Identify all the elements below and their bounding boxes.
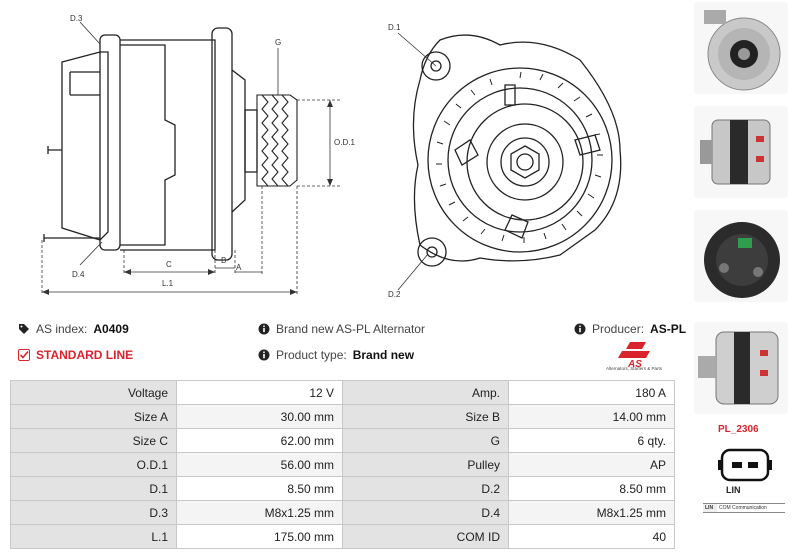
brand-new-text: Brand new AS-PL Alternator xyxy=(276,322,425,336)
label-d1: D.1 xyxy=(388,23,401,32)
photo-front-view[interactable] xyxy=(694,2,788,94)
as-index: AS index: A0409 xyxy=(18,322,129,336)
spec-key: O.D.1 xyxy=(10,452,177,477)
spec-key: D.1 xyxy=(10,476,177,501)
spec-key: Pulley xyxy=(342,452,509,477)
connector-table: LIN COM Communication xyxy=(703,503,785,513)
label-l1: L.1 xyxy=(162,279,174,288)
spec-value: 62.00 mm xyxy=(176,428,343,453)
label-a: A xyxy=(236,263,242,272)
product-gallery xyxy=(690,0,800,556)
connector-code: LIN xyxy=(703,503,717,513)
spec-value: 180 A xyxy=(508,380,675,405)
label-d3: D.3 xyxy=(70,14,83,23)
spec-key: L.1 xyxy=(10,524,177,549)
spec-value: AP xyxy=(508,452,675,477)
as-index-label: AS index: xyxy=(36,322,88,336)
label-b: B xyxy=(221,256,226,265)
spec-value: 175.00 mm xyxy=(176,524,343,549)
photo-three-quarter-view[interactable] xyxy=(694,322,788,414)
connector-desc: COM Communication xyxy=(717,503,785,513)
producer-label: Producer: xyxy=(592,322,645,336)
brand-new-note: Brand new AS-PL Alternator xyxy=(258,322,425,336)
spec-value: 8.50 mm xyxy=(176,476,343,501)
spec-key: G xyxy=(342,428,509,453)
connector-row: LIN COM Communication xyxy=(703,503,785,513)
spec-key: D.4 xyxy=(342,500,509,525)
producer: Producer: AS-PL xyxy=(574,322,686,336)
info-icon xyxy=(258,323,270,335)
alternator-drawing-svg: D.3 D.4 G O.D.1 C B A L.1 D.1 D.2 xyxy=(41,14,622,299)
product-line-value: STANDARD LINE xyxy=(36,348,134,362)
info-icon xyxy=(574,323,586,335)
producer-value: AS-PL xyxy=(650,322,687,336)
part-code: PL_2306 xyxy=(718,424,759,435)
logo-tagline: Alternators, Starters & Parts xyxy=(606,366,663,371)
spec-key: Size C xyxy=(10,428,177,453)
checkbox-icon xyxy=(18,349,30,361)
label-d4: D.4 xyxy=(72,270,85,279)
label-c: C xyxy=(166,260,172,269)
spec-value: 56.00 mm xyxy=(176,452,343,477)
spec-value: 40 xyxy=(508,524,675,549)
spec-key: Amp. xyxy=(342,380,509,405)
product-line: STANDARD LINE xyxy=(18,348,133,362)
photo-side-view[interactable] xyxy=(694,106,788,198)
as-pl-logo: AS xyxy=(618,342,650,370)
spec-value: 30.00 mm xyxy=(176,404,343,429)
spec-key: Voltage xyxy=(10,380,177,405)
product-type-value: Brand new xyxy=(352,348,415,362)
tag-icon xyxy=(18,323,30,335)
spec-key: D.3 xyxy=(10,500,177,525)
photo-rear-view[interactable] xyxy=(694,210,788,302)
spec-value: 8.50 mm xyxy=(508,476,675,501)
spec-value: 6 qty. xyxy=(508,428,675,453)
label-od1: O.D.1 xyxy=(334,138,355,147)
product-type: Product type: Brand new xyxy=(258,348,414,362)
spec-value: M8x1.25 mm xyxy=(176,500,343,525)
connector-label: LIN xyxy=(726,485,741,495)
lin-connector-icon xyxy=(718,448,772,482)
spec-value: 14.00 mm xyxy=(508,404,675,429)
info-icon xyxy=(258,349,270,361)
spec-value: 12 V xyxy=(176,380,343,405)
label-d2: D.2 xyxy=(388,290,401,299)
label-g: G xyxy=(275,38,281,47)
product-type-label: Product type: xyxy=(276,348,347,362)
spec-key: COM ID xyxy=(342,524,509,549)
spec-value: M8x1.25 mm xyxy=(508,500,675,525)
technical-drawing: D.3 D.4 G O.D.1 C B A L.1 D.1 D.2 xyxy=(0,0,690,310)
logo-mark: AS xyxy=(627,359,642,370)
spec-key: D.2 xyxy=(342,476,509,501)
as-index-value: A0409 xyxy=(93,322,129,336)
spec-key: Size A xyxy=(10,404,177,429)
spec-key: Size B xyxy=(342,404,509,429)
